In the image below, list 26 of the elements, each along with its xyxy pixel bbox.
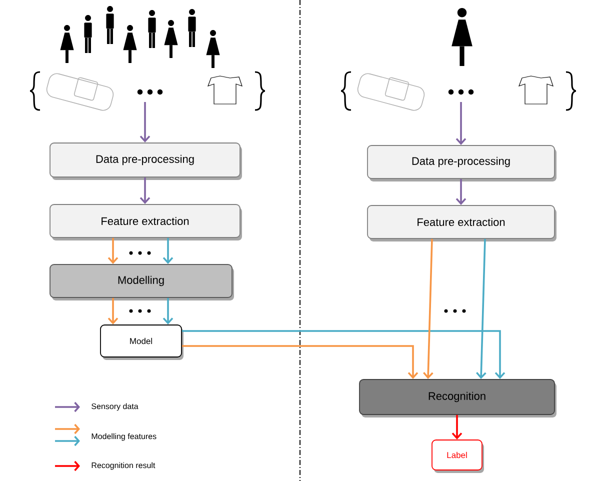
- arrow: [162, 298, 174, 325]
- process-box: Recognition: [359, 379, 556, 418]
- arrow: [456, 178, 466, 206]
- arrow: [456, 102, 466, 146]
- process-box: Label: [432, 440, 484, 473]
- arrow: [182, 345, 418, 380]
- legend-text: Recognition result: [92, 462, 156, 470]
- legend-text: Sensory data: [92, 403, 138, 411]
- process-box: Feature extraction: [50, 204, 242, 240]
- arrow: [162, 238, 174, 264]
- process-box: Feature extraction: [367, 205, 556, 242]
- arrow: [182, 330, 506, 380]
- arrow: [140, 102, 150, 143]
- legend-text: Modelling features: [92, 433, 156, 441]
- arrow: [476, 238, 486, 380]
- arrow: [452, 414, 462, 440]
- picture: [29, 6, 266, 111]
- picture: [340, 8, 577, 111]
- process-box: Data pre-processing: [367, 145, 556, 182]
- arrow: [108, 238, 118, 264]
- arrow: [423, 238, 434, 380]
- process-box: Data pre-processing: [50, 142, 242, 180]
- process-box: Modelling: [50, 264, 234, 300]
- arrow: [108, 298, 118, 325]
- process-box: Model: [100, 324, 184, 360]
- arrow: [140, 177, 150, 204]
